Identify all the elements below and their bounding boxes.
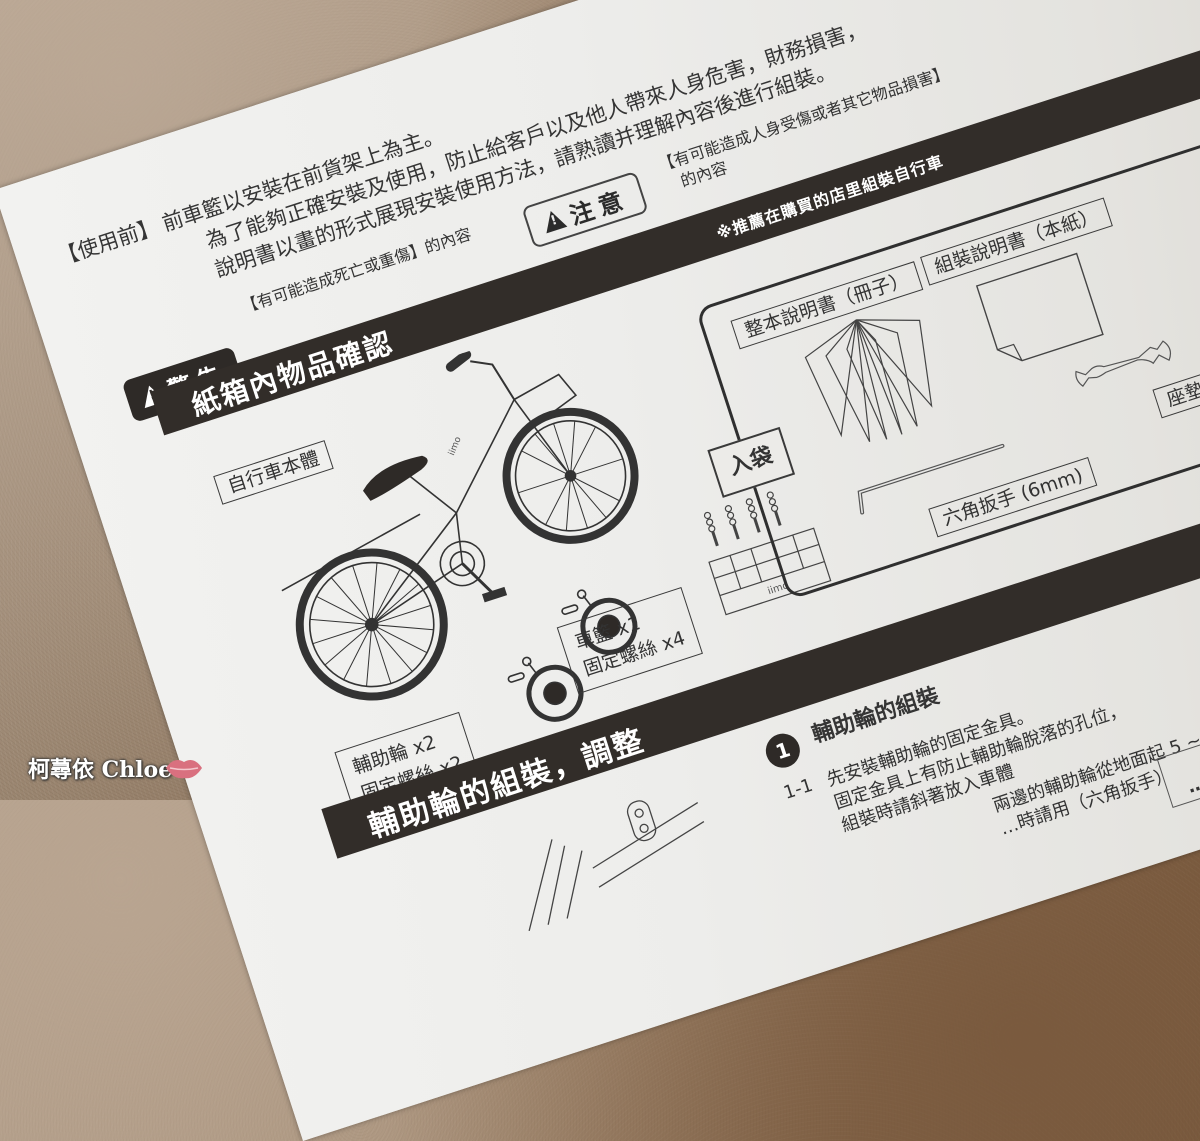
- bike-brand: iimo: [447, 435, 464, 457]
- step-text: 先安裝輔助輪的固定金具。 固定金具上有防止輔助輪脫落的孔位， 組裝時請斜著放入車…: [824, 675, 1137, 838]
- photographer-watermark: 柯蕁依 Chloe: [28, 757, 173, 783]
- step-number-badge: 1: [761, 729, 805, 773]
- caution-triangle-icon: [540, 207, 568, 233]
- training-wheels-illustration: [507, 589, 638, 722]
- paper-sheet-icon: [975, 252, 1104, 362]
- intro-label: 【使用前】: [54, 214, 162, 270]
- lips-icon: [166, 760, 202, 779]
- bicycle-illustration: iimo: [281, 349, 639, 701]
- wrench-icon: [1075, 340, 1172, 387]
- booklet-icon: [804, 319, 933, 443]
- recommend-note: ※推薦在購買的店里組裝自行車: [714, 151, 946, 244]
- caution-badge-label: 注意: [566, 185, 632, 231]
- basket-and-screws-illustration: iimo: [703, 491, 832, 616]
- step-id: 1-1: [781, 774, 816, 804]
- hex-key-icon: [857, 443, 1005, 515]
